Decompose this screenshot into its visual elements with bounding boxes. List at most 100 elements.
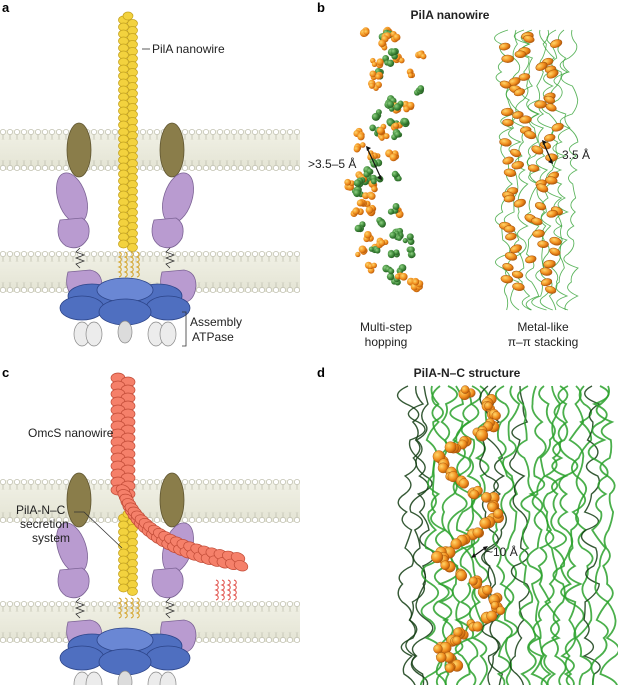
c-grey-subunit-1 <box>85 671 103 685</box>
c-olive-left <box>66 472 92 528</box>
b-left-cluster-38 <box>387 203 400 215</box>
b-left-cluster-22 <box>355 245 368 258</box>
a-lavender-upper-right <box>162 172 194 224</box>
b-left-cluster-29 <box>381 32 392 43</box>
b-right-heme-b-11 <box>502 118 514 127</box>
b-right-heme-b-25 <box>503 225 516 233</box>
d-ribbon-15 <box>516 385 537 685</box>
b-left-cluster-8 <box>359 27 370 38</box>
d-heme-cluster-7 <box>444 441 462 454</box>
b-left-cluster-65 <box>368 79 382 91</box>
b-right-heme-29 <box>504 252 518 261</box>
panel-a-atpase-bracket <box>182 311 187 347</box>
panel-d-distance: ~10 Å <box>486 544 518 559</box>
panel-b: b PilA nanowire >3.5–5 Å 3.5 Å Multi-ste… <box>308 0 590 349</box>
d-heme-cluster-11 <box>455 475 469 489</box>
c-omcs-coil-3 <box>232 579 237 601</box>
panel-b-right-caption-2: π–π stacking <box>508 335 579 349</box>
panel-c-nanowire-label: OmcS nanowire <box>28 426 114 440</box>
b-right-heme-4 <box>535 61 548 71</box>
a-pila-column <box>118 11 138 252</box>
b-left-cluster-23 <box>353 127 365 141</box>
d-heme-cluster-16 <box>479 516 496 530</box>
b-left-cluster-12 <box>406 246 416 259</box>
b-right-heme-10 <box>500 107 514 117</box>
b-left-cluster-24 <box>370 57 384 69</box>
b-right-heme-b-5 <box>518 73 531 81</box>
b-left-cluster-43 <box>411 277 424 288</box>
d-heme-cluster-26 <box>490 601 506 616</box>
b-left-cluster-48 <box>384 100 395 112</box>
d-heme-cluster-24 <box>477 584 493 599</box>
b-right-heme-3 <box>501 54 514 63</box>
d-ribbon-13 <box>502 385 521 685</box>
b-right-strand-7 <box>550 29 571 311</box>
d-heme-cluster-0 <box>458 385 476 401</box>
b-left-cluster-49 <box>368 245 381 254</box>
b-left-cluster-32 <box>390 121 403 132</box>
b-left-cluster-53 <box>382 264 395 275</box>
b-right-heme-28 <box>509 244 522 254</box>
b-right-heme-12 <box>551 122 564 132</box>
d-ribbon-23 <box>580 385 601 685</box>
a-lavender-upper-left <box>56 172 88 224</box>
d-heme-cluster-5 <box>472 425 489 442</box>
panel-a-machinery <box>56 122 197 347</box>
d-heme-cluster-22 <box>455 568 468 582</box>
a-atpase-top <box>96 277 154 303</box>
d-heme-cluster-32 <box>436 651 456 664</box>
b-left-cluster-69 <box>363 166 374 178</box>
a-lavender-mid-right <box>151 217 184 249</box>
b-right-heme-b-27 <box>537 240 549 248</box>
panel-c-omcs-nanowire <box>110 372 249 601</box>
c-atpase-front-right <box>145 645 191 671</box>
b-right-heme-b-22 <box>534 202 547 211</box>
b-right-heme-b-17 <box>527 164 540 172</box>
b-right-heme-11 <box>519 115 532 124</box>
d-ribbon-17 <box>531 385 556 685</box>
panel-c-secretion-leader <box>74 511 123 549</box>
b-right-heme-b-1 <box>498 42 511 51</box>
panel-b-stacking-structure <box>494 29 579 311</box>
c-lavender-mid-left <box>57 567 90 599</box>
a-pilin-coils <box>117 251 140 278</box>
panel-b-title: PilA nanowire <box>411 8 490 22</box>
b-right-heme-b-16 <box>502 156 514 165</box>
panel-d-distance-arrow <box>471 546 488 558</box>
b-left-cluster-66 <box>353 177 366 188</box>
a-lavender-mid-left <box>57 217 90 249</box>
d-ribbon-21 <box>564 385 587 685</box>
d-ribbon-14 <box>509 385 530 685</box>
b-right-heme-18 <box>503 168 517 177</box>
b-right-heme-31 <box>539 267 553 276</box>
b-right-strand-8 <box>559 29 579 311</box>
b-left-cluster-52 <box>389 230 402 241</box>
c-pilin-coils <box>117 597 140 619</box>
d-heme-cluster-23 <box>468 575 483 590</box>
panel-a-nanowire-label: PilA nanowire <box>152 42 225 56</box>
b-right-heme-30 <box>543 259 556 269</box>
b-right-heme-26 <box>532 229 545 238</box>
b-right-heme-20 <box>536 183 549 193</box>
panel-d: d PilA-N–C structure ~10 Å <box>317 365 618 685</box>
b-left-cluster-39 <box>385 149 400 162</box>
b-right-heme-17 <box>511 161 524 170</box>
c-omcs-coil-2 <box>226 579 231 601</box>
panel-b-letter: b <box>317 0 325 15</box>
panel-b-right-distance-arrow <box>542 140 553 164</box>
c-omcs-tail-b-22 <box>233 560 249 572</box>
b-left-cluster-64 <box>353 142 366 153</box>
c-lavender-mid-right <box>151 567 184 599</box>
d-heme-cluster-31 <box>433 641 452 654</box>
b-left-cluster-42 <box>391 170 402 182</box>
panel-c-secretion-label-3: system <box>32 531 70 545</box>
b-right-heme-33 <box>512 282 525 291</box>
c-spring-left <box>74 597 86 619</box>
b-right-heme-1 <box>550 39 563 48</box>
b-left-cluster-51 <box>363 230 374 243</box>
b-left-cluster-67 <box>406 68 415 79</box>
b-left-cluster-13 <box>387 48 399 60</box>
panel-a: a PilA nanowire Assembly ATPase <box>0 0 300 347</box>
b-left-cluster-57 <box>376 237 389 249</box>
